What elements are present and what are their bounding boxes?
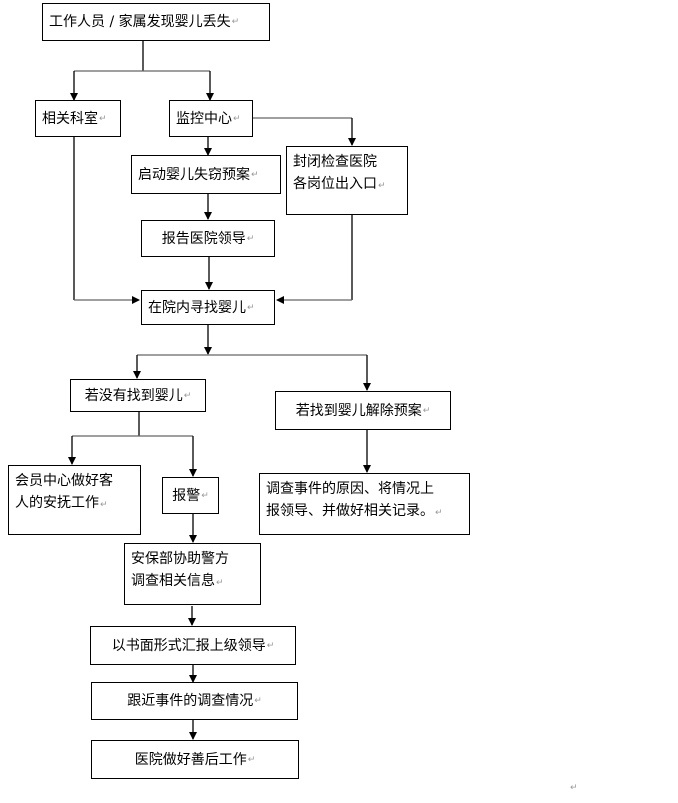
return-mark-icon: ↵	[99, 113, 107, 124]
node-aftercare: 医院做好善后工作↵	[91, 740, 299, 779]
return-mark-icon: ↵	[435, 508, 443, 518]
return-mark-icon: ↵	[254, 696, 262, 706]
return-mark-icon: ↵	[246, 233, 255, 244]
node-report: 报告医院领导↵	[141, 220, 275, 257]
node-follow: 跟近事件的调查情况↵	[91, 682, 298, 720]
node-close: 封闭检查医院 各岗位出入口↵	[286, 146, 408, 215]
return-mark-icon: ↵	[247, 302, 255, 313]
node-found: 若找到婴儿解除预案↵	[275, 391, 451, 430]
node-search: 在院内寻找婴儿↵	[141, 290, 275, 325]
return-mark-icon: ↵	[231, 17, 240, 27]
return-mark-icon: ↵	[201, 490, 209, 501]
return-mark-icon: ↵	[422, 405, 431, 416]
node-police: 报警↵	[162, 477, 219, 514]
return-mark-icon: ↵	[233, 113, 241, 124]
node-monitor: 监控中心↵	[169, 100, 253, 137]
return-mark-icon: ↵	[247, 754, 256, 765]
node-dept: 相关科室↵	[35, 100, 121, 137]
return-mark-icon: ↵	[266, 640, 275, 651]
return-mark-icon: ↵	[183, 390, 192, 401]
node-investigate: 调查事件的原因、将情况上 报领导、并做好相关记录。↵	[259, 473, 470, 535]
node-start: 工作人员 / 家属发现婴儿丢失↵	[42, 3, 270, 41]
node-comfort: 会员中心做好客 人的安抚工作↵	[8, 465, 141, 535]
return-mark-icon: ↵	[100, 500, 108, 510]
node-notfound: 若没有找到婴儿↵	[70, 379, 206, 412]
return-mark-icon: ↵	[570, 783, 578, 793]
node-security: 安保部协助警方 调查相关信息↵	[124, 543, 261, 605]
node-plan: 启动婴儿失窃预案↵	[131, 155, 281, 194]
return-mark-icon: ↵	[251, 169, 259, 180]
return-mark-icon: ↵	[216, 578, 224, 588]
node-written: 以书面形式汇报上级领导↵	[90, 626, 296, 665]
return-mark-icon: ↵	[378, 181, 386, 191]
